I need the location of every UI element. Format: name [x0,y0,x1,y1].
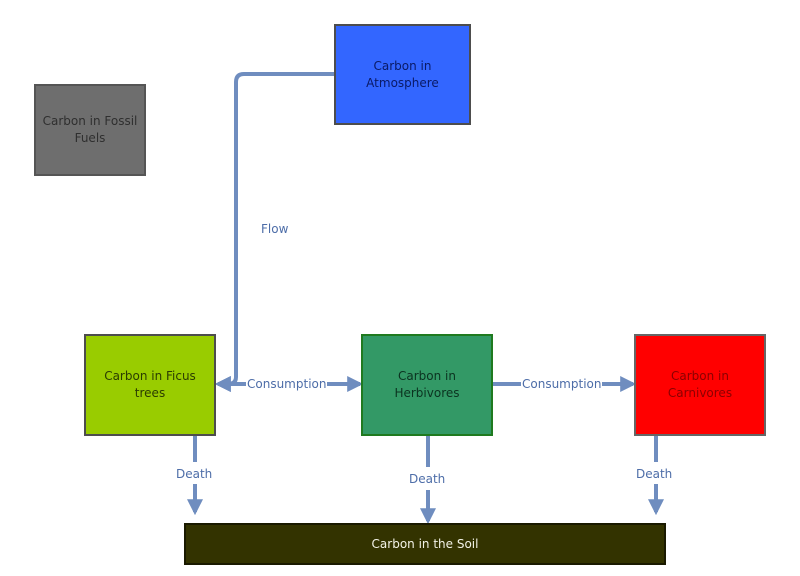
node-atmosphere[interactable]: Carbon in Atmosphere [334,24,471,125]
edge-label-death-carnivores: Death [635,467,674,481]
edge-label-death-herbivores: Death [408,472,447,486]
node-soil-label: Carbon in the Soil [371,536,479,551]
node-fossil-fuels[interactable]: Carbon in Fossil Fuels [34,84,146,176]
node-ficus-trees-label: Carbon in Ficus trees [104,369,196,400]
node-herbivores-label: Carbon in Herbivores [394,369,460,400]
node-soil[interactable]: Carbon in the Soil [184,523,666,565]
node-carnivores[interactable]: Carbon in Carnivores [634,334,766,436]
edge-label-consumption-herbivores-carnivores: Consumption [521,377,603,391]
edge-label-death-ficus: Death [175,467,214,481]
node-ficus-trees[interactable]: Carbon in Ficus trees [84,334,216,436]
edge-label-consumption-ficus-herbivores: Consumption [246,377,328,391]
edge-label-flow: Flow [260,222,290,236]
node-herbivores[interactable]: Carbon in Herbivores [361,334,493,436]
node-atmosphere-label: Carbon in Atmosphere [366,58,439,90]
node-carnivores-label: Carbon in Carnivores [667,369,733,400]
node-fossil-fuels-label: Carbon in Fossil Fuels [42,114,138,145]
